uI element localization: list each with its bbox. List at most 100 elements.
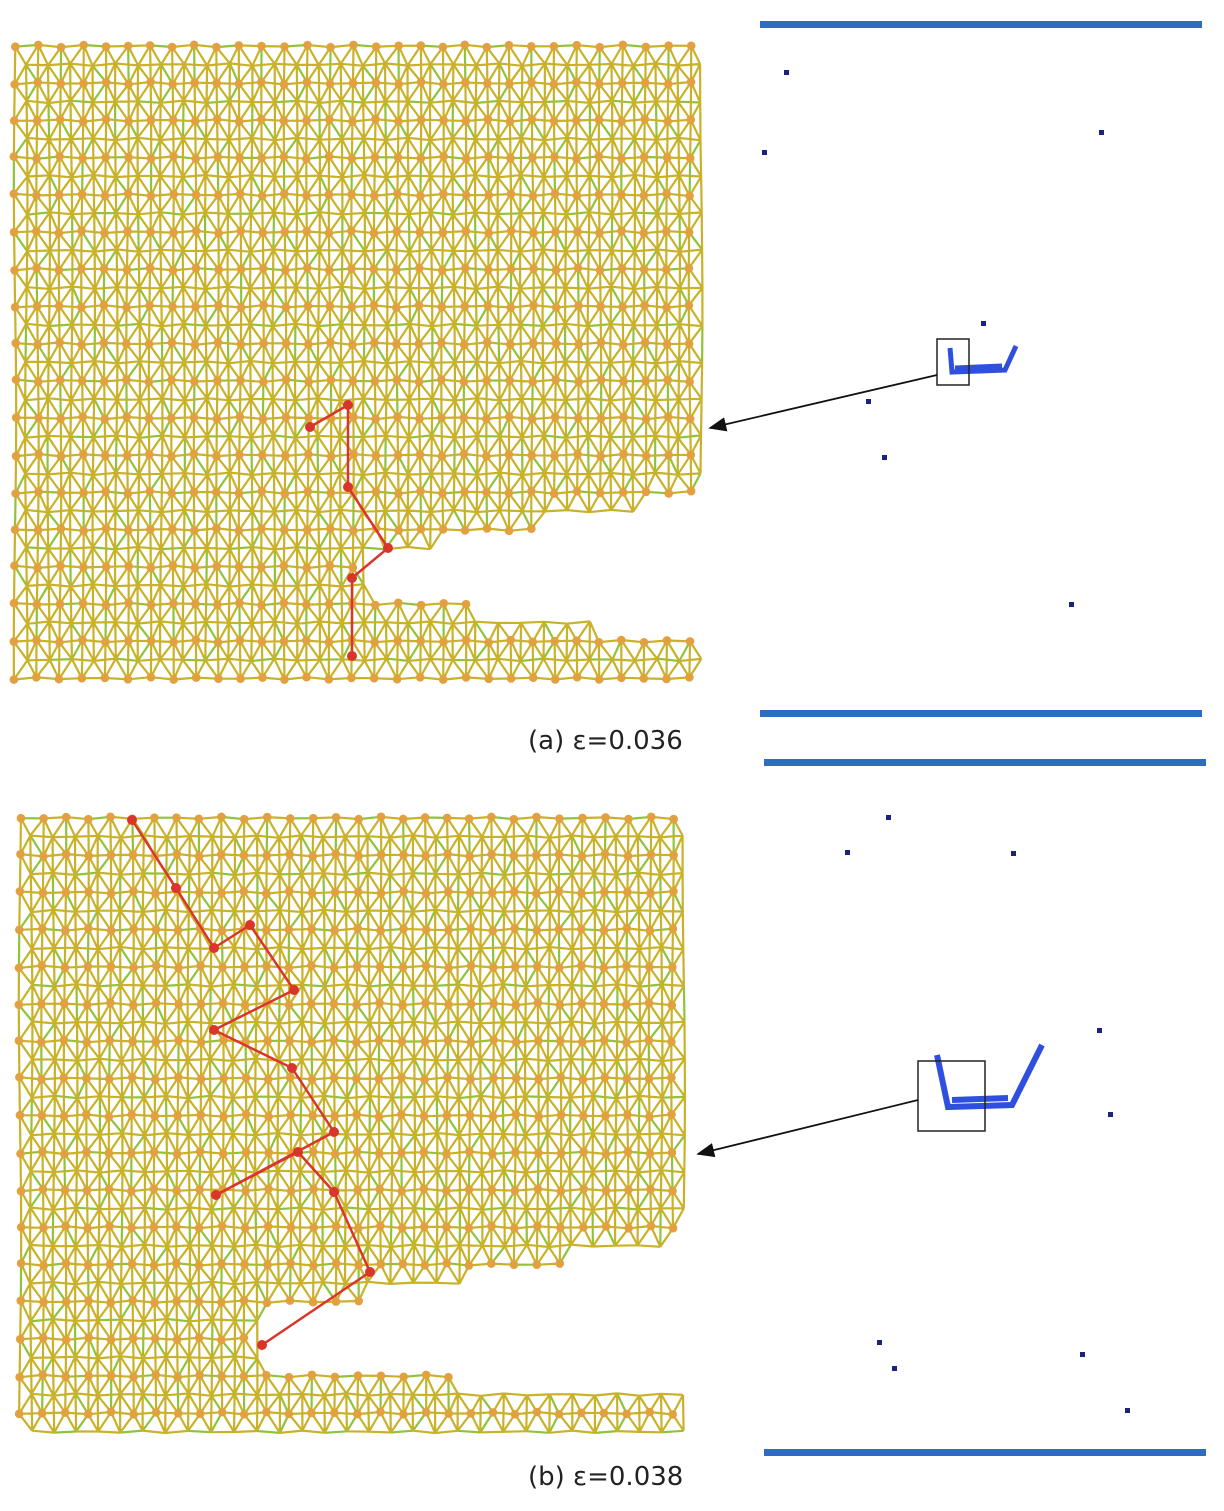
atom bbox=[376, 812, 386, 822]
atom bbox=[16, 1222, 26, 1232]
atom bbox=[196, 1074, 206, 1084]
atom bbox=[236, 265, 246, 274]
atom bbox=[150, 1075, 160, 1084]
atom bbox=[617, 673, 626, 683]
atom bbox=[303, 301, 313, 311]
dislocation-point bbox=[1011, 851, 1016, 856]
atom bbox=[124, 526, 133, 535]
atom bbox=[574, 301, 583, 311]
atom bbox=[437, 266, 447, 275]
atom bbox=[189, 40, 199, 50]
atom bbox=[307, 1037, 316, 1047]
atom bbox=[421, 1408, 431, 1417]
atom bbox=[38, 1147, 47, 1156]
atom bbox=[461, 599, 471, 609]
atom bbox=[397, 1073, 406, 1082]
atom bbox=[168, 561, 178, 570]
dislocation-point bbox=[1080, 1352, 1085, 1357]
atom bbox=[461, 116, 471, 126]
defect-atom bbox=[329, 1187, 339, 1197]
atom bbox=[549, 42, 559, 51]
atom bbox=[128, 1334, 138, 1343]
atom bbox=[212, 414, 222, 424]
atom bbox=[279, 561, 289, 571]
atom bbox=[264, 1148, 273, 1157]
atom bbox=[257, 41, 266, 51]
atom bbox=[510, 924, 520, 933]
atom bbox=[595, 488, 605, 498]
atom bbox=[146, 525, 155, 534]
atom bbox=[106, 1371, 116, 1380]
atom bbox=[124, 636, 133, 646]
atom bbox=[236, 226, 246, 236]
atom bbox=[439, 637, 448, 647]
atom bbox=[617, 264, 627, 273]
atom bbox=[550, 675, 560, 684]
atom bbox=[84, 887, 93, 897]
atom bbox=[668, 1186, 677, 1196]
atom bbox=[369, 264, 379, 274]
atom bbox=[329, 1035, 339, 1045]
atom bbox=[686, 486, 696, 496]
atom bbox=[416, 524, 426, 534]
atom bbox=[599, 999, 609, 1009]
atom bbox=[397, 1223, 407, 1233]
atom bbox=[325, 561, 335, 570]
atom bbox=[213, 190, 223, 200]
atom bbox=[122, 412, 132, 422]
atom bbox=[483, 301, 493, 311]
atom bbox=[39, 814, 48, 823]
atom bbox=[326, 375, 336, 385]
atom bbox=[645, 1112, 654, 1122]
atom bbox=[280, 675, 289, 684]
atom bbox=[645, 1407, 654, 1417]
atom bbox=[99, 300, 109, 310]
atom bbox=[572, 672, 582, 682]
atom bbox=[34, 449, 43, 459]
atom bbox=[190, 377, 199, 386]
atom bbox=[167, 375, 176, 385]
atom bbox=[437, 338, 446, 348]
caption-b: (b) ε=0.038 bbox=[528, 1462, 684, 1492]
atom bbox=[257, 524, 266, 534]
atom bbox=[167, 413, 176, 423]
atom bbox=[302, 154, 311, 164]
atom bbox=[439, 599, 448, 608]
atom bbox=[352, 1000, 361, 1010]
atom bbox=[124, 598, 133, 608]
atom bbox=[669, 886, 678, 896]
dislocation-point bbox=[845, 850, 850, 855]
atom bbox=[194, 1261, 204, 1270]
atom bbox=[420, 1037, 430, 1046]
atom bbox=[684, 263, 694, 273]
atom bbox=[149, 1147, 159, 1157]
atom bbox=[392, 226, 402, 236]
atom bbox=[169, 675, 178, 684]
atom bbox=[168, 115, 178, 125]
atom bbox=[554, 1409, 564, 1419]
defect-atom bbox=[329, 1127, 339, 1137]
atom bbox=[39, 1297, 48, 1307]
atom bbox=[623, 1110, 632, 1120]
atom bbox=[393, 153, 403, 162]
atom bbox=[146, 77, 155, 87]
atom bbox=[146, 115, 156, 125]
atom bbox=[78, 450, 88, 459]
atom bbox=[196, 1110, 206, 1120]
atom bbox=[577, 924, 586, 934]
atom bbox=[308, 852, 318, 861]
atom bbox=[444, 963, 453, 973]
atom bbox=[504, 526, 514, 536]
atom bbox=[169, 599, 178, 608]
atom bbox=[466, 961, 476, 971]
atom bbox=[550, 451, 559, 461]
atom bbox=[505, 376, 514, 385]
atom bbox=[264, 1184, 273, 1194]
atom bbox=[466, 1038, 476, 1047]
atom bbox=[279, 525, 289, 535]
atom bbox=[416, 115, 426, 125]
atom bbox=[669, 850, 678, 860]
atom bbox=[239, 887, 249, 896]
atom bbox=[56, 452, 66, 461]
atom bbox=[194, 852, 204, 861]
